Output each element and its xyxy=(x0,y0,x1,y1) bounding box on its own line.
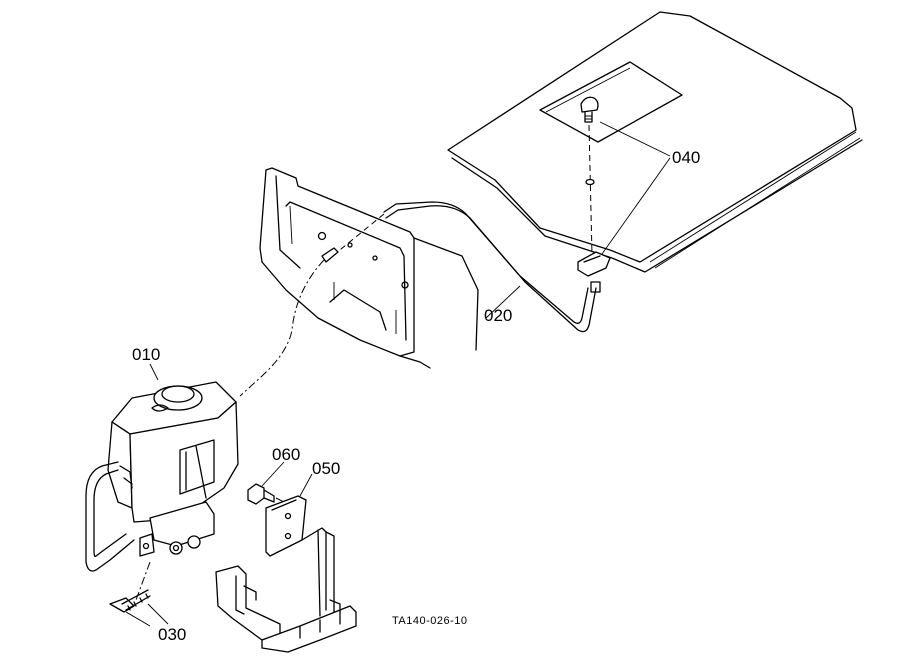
mounting-panel xyxy=(259,167,479,369)
leader-lines xyxy=(147,121,671,625)
reference-code: TA140-026-10 xyxy=(392,615,468,627)
callouts: 010 020 030 040 050 060 TA140-026-10 xyxy=(132,148,700,644)
mounting-screw xyxy=(109,589,151,627)
tank-bracket xyxy=(215,495,357,653)
callout-030: 030 xyxy=(158,625,186,644)
callout-060: 060 xyxy=(272,445,300,464)
bolt xyxy=(247,483,301,511)
roof-panel xyxy=(447,11,863,273)
washer-tank xyxy=(85,381,239,601)
callout-020: 020 xyxy=(484,306,512,325)
callout-050: 050 xyxy=(312,459,340,478)
nozzle-assembly xyxy=(577,96,611,293)
callout-010: 010 xyxy=(132,345,160,364)
callout-040: 040 xyxy=(672,148,700,167)
washer-hose xyxy=(239,201,597,397)
